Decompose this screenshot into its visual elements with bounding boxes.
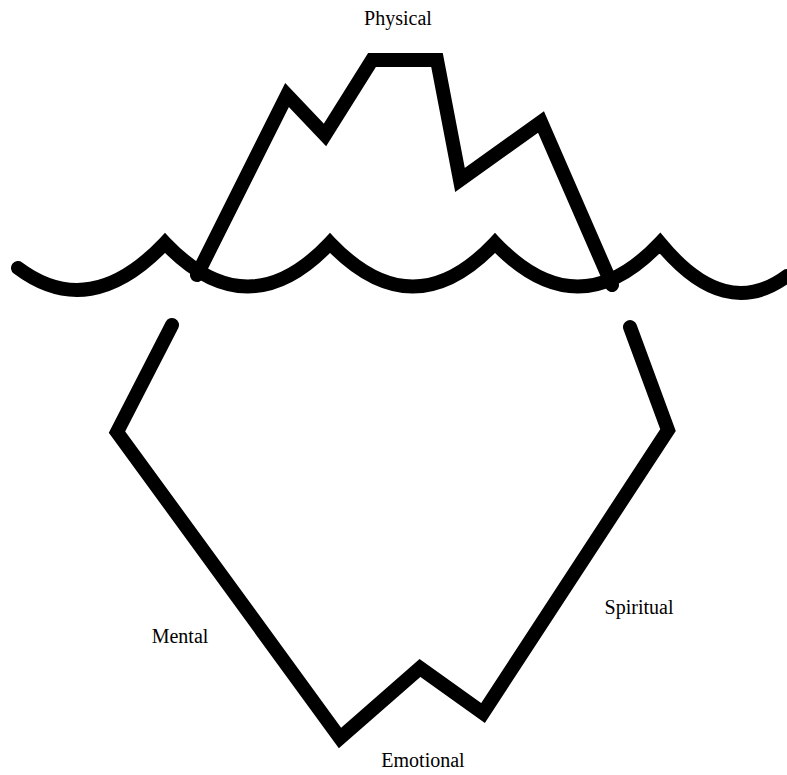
iceberg-tip: [197, 60, 612, 285]
water-waves: [18, 243, 787, 293]
layer-label: Spiritual: [605, 595, 674, 619]
iceberg-base: [117, 325, 668, 738]
layer-label: Emotional: [381, 748, 464, 772]
layer-label: Mental: [152, 624, 209, 648]
layer-label: Physical: [364, 6, 432, 30]
